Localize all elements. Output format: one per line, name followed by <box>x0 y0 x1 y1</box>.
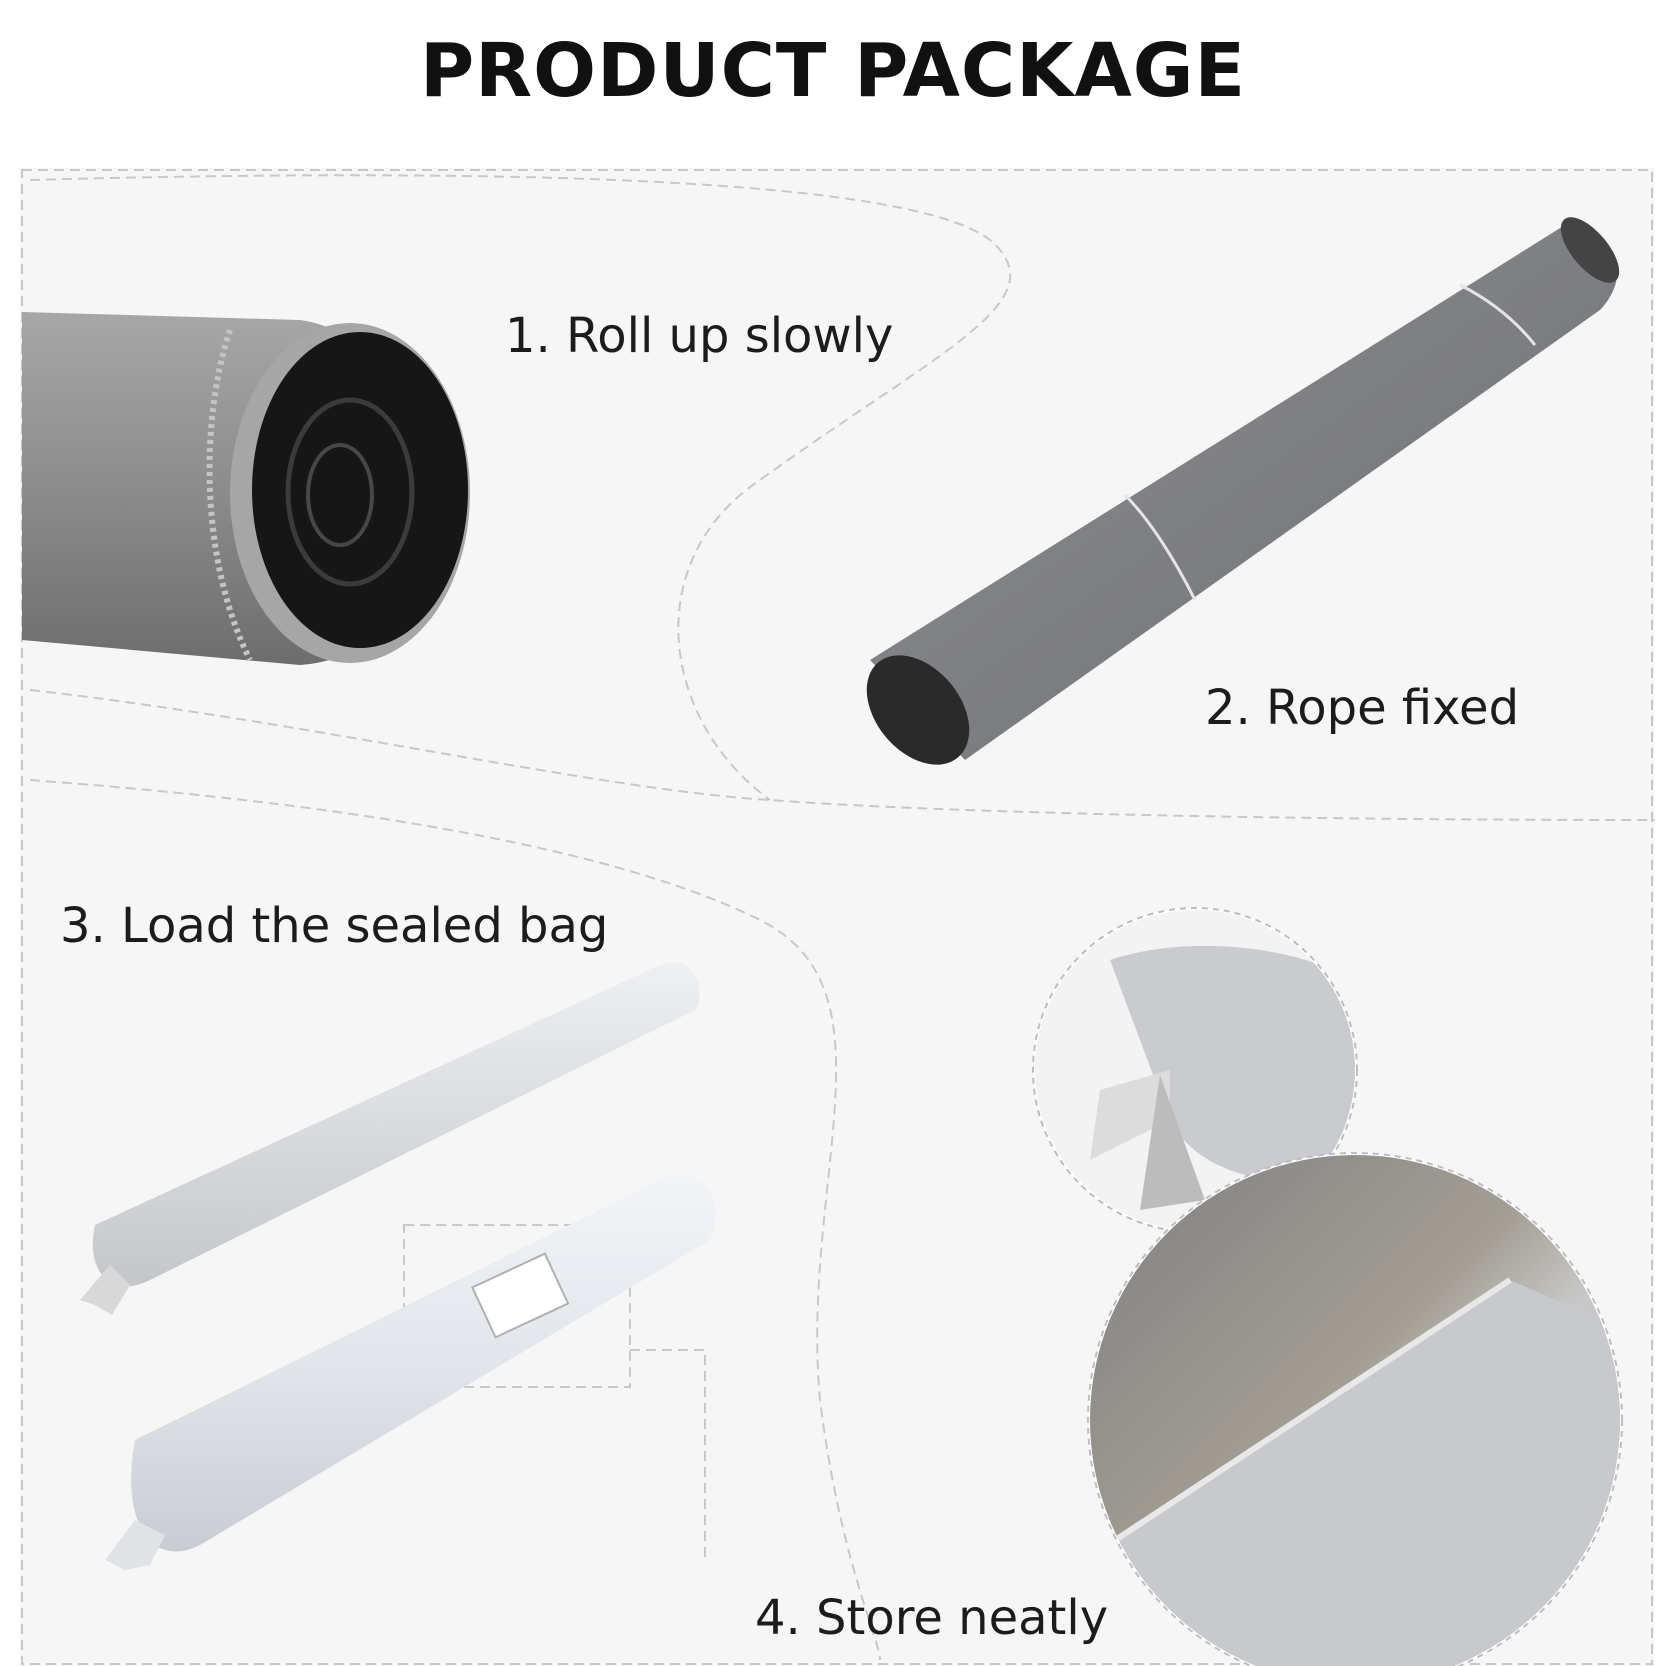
step-1-label: 1. Roll up slowly <box>505 308 894 364</box>
tied-rug-image <box>866 217 1620 765</box>
step-3-label: 3. Load the sealed bag <box>60 898 609 954</box>
step-4-label: 4. Store neatly <box>755 1590 1109 1646</box>
step-2-label: 2. Rope fixed <box>1205 680 1520 736</box>
rolled-rug-image <box>22 312 470 665</box>
sealed-bag-image-bottom <box>105 1175 716 1570</box>
sealed-bag-image-top <box>80 962 700 1315</box>
bag-knot-closeup <box>1032 907 1358 1233</box>
dashed-guide-lines <box>21 169 1656 1665</box>
page-title: PRODUCT PACKAGE <box>419 28 1247 114</box>
fabric-closeup <box>1087 1152 1623 1666</box>
